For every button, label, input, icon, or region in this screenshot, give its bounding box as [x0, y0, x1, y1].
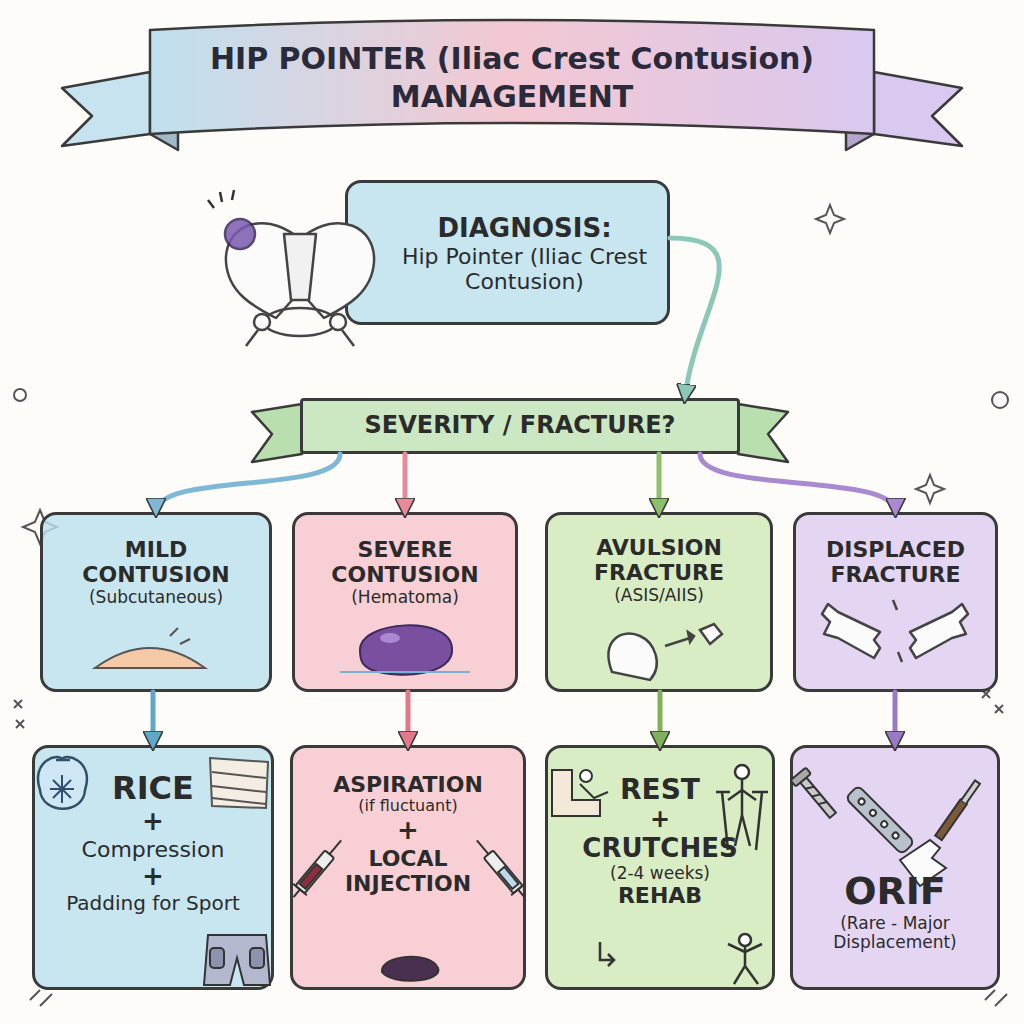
node-text: (ASIS/AIIS) — [614, 586, 704, 606]
node-text: (if fluctuant) — [358, 797, 457, 815]
pelvis-illustration — [330, 314, 346, 330]
node-text: (Subcutaneous) — [89, 588, 223, 608]
treatment-box: RICE+Compression+Padding for Sport — [32, 745, 274, 990]
title-ribbon — [62, 20, 962, 150]
node-text: (Rare - Major Displacement) — [805, 914, 985, 953]
flow-arrow — [893, 692, 898, 745]
flow-arrow — [406, 692, 411, 745]
title-ribbon — [846, 120, 874, 150]
node-heading: RICE — [112, 770, 194, 807]
pelvis-illustration — [225, 219, 255, 249]
node-heading: DIAGNOSIS: — [437, 214, 611, 244]
title-ribbon — [150, 120, 178, 150]
pelvis-illustration — [254, 314, 270, 330]
flow-arrow — [156, 454, 340, 512]
node-text: CRUTCHES — [582, 834, 737, 864]
node-heading: SEVERITY / FRACTURE? — [364, 412, 675, 440]
node-heading: ASPIRATION — [333, 772, 483, 797]
node-heading: REST — [620, 774, 700, 806]
node-text: LOCAL INJECTION — [345, 846, 471, 897]
node-heading: AVULSION FRACTURE — [558, 535, 760, 586]
node-heading: MILD CONTUSION — [53, 537, 259, 588]
sparkles — [14, 389, 26, 401]
sparkles — [992, 392, 1008, 408]
sparkles — [916, 475, 944, 503]
sparkles — [30, 990, 52, 1006]
pelvis-illustration — [208, 190, 234, 208]
sparkles — [985, 990, 1007, 1006]
severity-box: MILD CONTUSION(Subcutaneous) — [40, 512, 272, 692]
pelvis-illustration — [226, 223, 296, 318]
title-ribbon — [150, 20, 874, 134]
pelvis-illustration — [246, 330, 354, 346]
node-text: + — [397, 816, 419, 846]
title-ribbon — [874, 72, 962, 146]
flow-arrow — [670, 238, 719, 398]
node-text: Padding for Sport — [66, 892, 240, 915]
node-text: + — [142, 862, 164, 892]
diagram-title: HIP POINTER (Iliac Crest Contusion) MANA… — [190, 40, 834, 115]
node-heading: DISPLACED FRACTURE — [806, 537, 985, 588]
flow-arrow — [151, 692, 156, 745]
sparkles — [816, 205, 844, 233]
severity-box: AVULSION FRACTURE(ASIS/AIIS) — [545, 512, 773, 692]
flow-arrow — [658, 692, 663, 745]
pelvis-illustration — [284, 234, 316, 300]
node-text: (2-4 weeks) — [610, 864, 710, 884]
sparkles — [14, 205, 1008, 1006]
flow-arrow — [657, 454, 662, 512]
node-text: + — [650, 806, 670, 834]
flow-arrow — [403, 454, 408, 512]
sparkles — [982, 690, 1003, 713]
node-text: (Hematoma) — [351, 588, 459, 608]
decision-ribbon-tails — [738, 404, 788, 462]
pelvis-illustration — [264, 308, 336, 336]
node-heading: SEVERE CONTUSION — [305, 537, 505, 588]
node-text: Compression — [82, 837, 225, 862]
node-text: REHAB — [618, 883, 702, 908]
title-ribbon — [62, 72, 150, 146]
treatment-box: REST+CRUTCHES(2-4 weeks)REHAB — [545, 745, 775, 990]
severity-box: SEVERE CONTUSION(Hematoma) — [292, 512, 518, 692]
decision-banner: SEVERITY / FRACTURE? — [300, 398, 740, 454]
decision-ribbon-tails — [252, 404, 302, 462]
node-text: + — [142, 807, 164, 837]
sparkles — [14, 700, 24, 728]
node-text: Hip Pointer (Iliac Crest Contusion) — [394, 244, 655, 295]
treatment-box: ORIF(Rare - Major Displacement) — [790, 745, 1000, 990]
flow-arrow — [700, 454, 896, 512]
node-heading: ORIF — [844, 870, 946, 914]
treatment-box: ASPIRATION(if fluctuant)+LOCAL INJECTION — [290, 745, 526, 990]
severity-box: DISPLACED FRACTURE — [793, 512, 998, 692]
diagnosis-box: DIAGNOSIS:Hip Pointer (Iliac Crest Contu… — [345, 180, 670, 325]
